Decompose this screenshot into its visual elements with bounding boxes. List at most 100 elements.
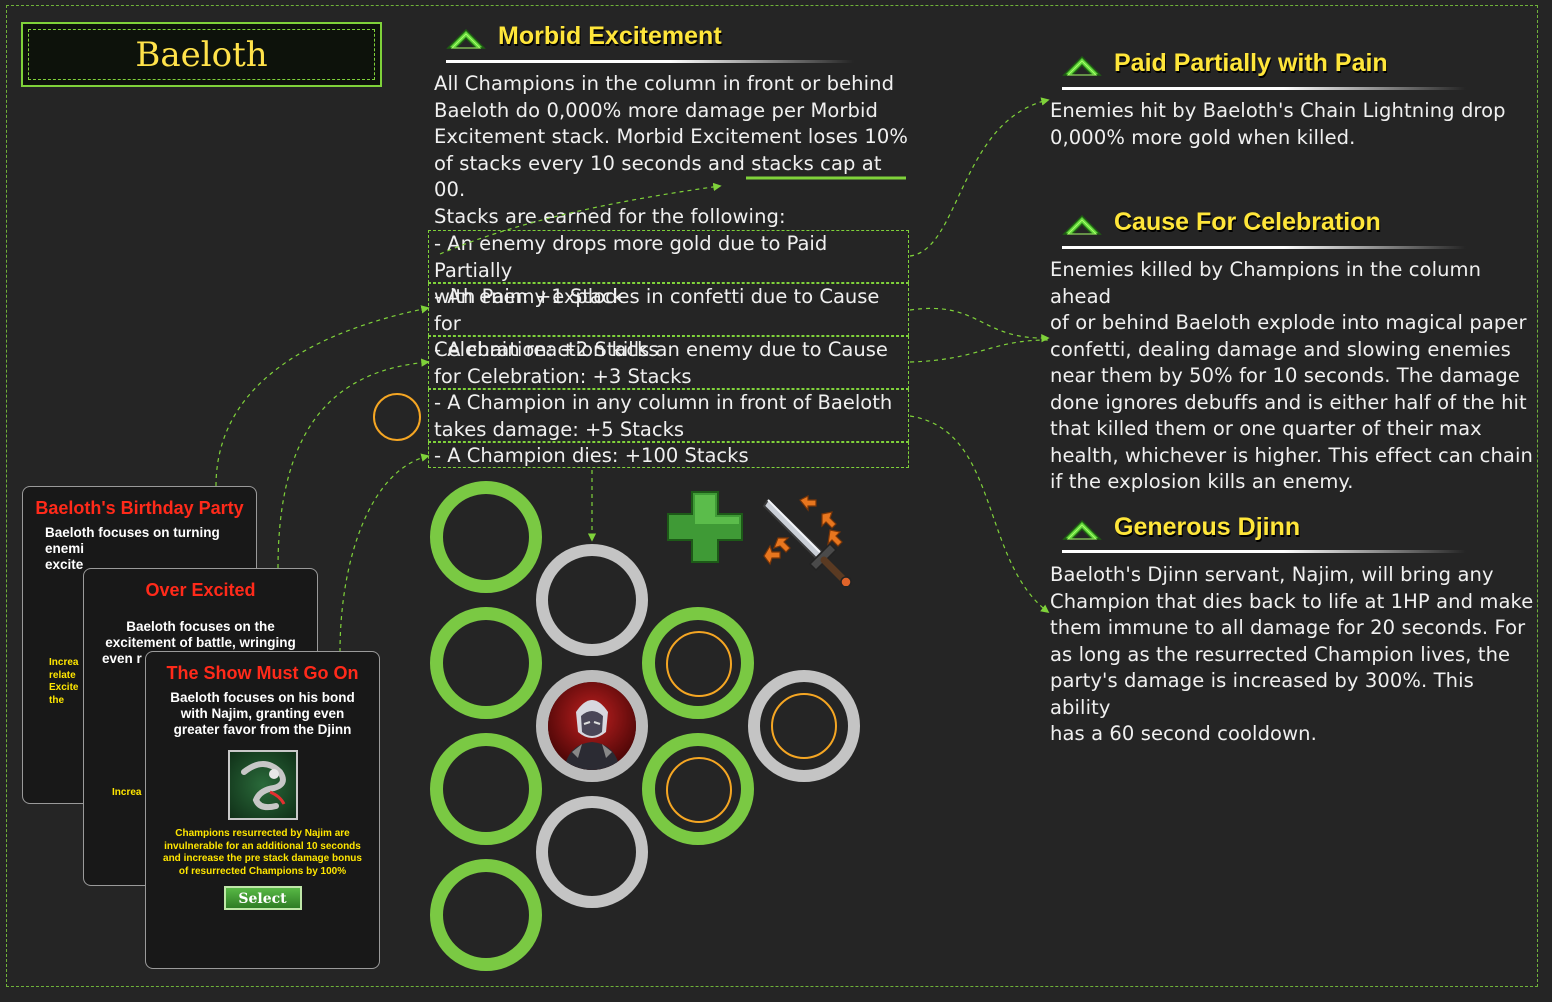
formation-slot[interactable]: [536, 544, 648, 656]
morbid-line: All Champions in the column in front or …: [434, 72, 895, 95]
card-description: Baeloth focuses on turning enemi excite: [23, 519, 256, 573]
cause-for-celebration-text: Enemies killed by Champions in the colum…: [1050, 257, 1540, 496]
card-effect-line: Increa: [49, 657, 79, 668]
card-effect-line: Excite: [49, 682, 79, 693]
morbid-line: Excitement stack. Morbid Excitement lose…: [434, 125, 909, 148]
stack-row-line: - A Champion in any column in front of B…: [434, 391, 893, 414]
paid-partially-title: Paid Partially with Pain: [1062, 49, 1388, 78]
stack-row-line: with Pain: +1 Stack: [434, 285, 624, 308]
paid-line: Enemies hit by Baeloth's Chain Lightning…: [1050, 99, 1506, 122]
green-chevron-up-icon: [1062, 519, 1102, 540]
specialization-card-selected[interactable]: The Show Must Go On Baeloth focuses on h…: [145, 651, 380, 969]
card-title: Over Excited: [145, 580, 256, 600]
formation-slot[interactable]: [430, 733, 542, 845]
stack-row-line: - A chain reaction kills an enemy due to…: [434, 338, 888, 361]
stack-row-line: takes damage: +5 Stacks: [434, 417, 685, 441]
paid-partially-title-text: Paid Partially with Pain: [1114, 49, 1388, 77]
card-corner: [146, 652, 162, 668]
morbid-line: of stacks every 10 seconds and stacks ca…: [434, 151, 882, 202]
formation-slot[interactable]: [430, 859, 542, 971]
card-desc-line: excitement of battle, wringing: [105, 635, 296, 650]
djinn-line: party's damage is increased by 300%. Thi…: [1050, 669, 1474, 719]
stack-row-line: - An enemy explodes in confetti due to C…: [434, 285, 880, 335]
generous-djinn-title: Generous Djinn: [1062, 513, 1300, 542]
affected-slot-ring: [771, 693, 837, 759]
page-frame: [6, 5, 1538, 987]
green-chevron-up-icon: [446, 28, 486, 49]
formation-slot[interactable]: [536, 796, 648, 908]
card-effect-line: relate: [49, 669, 76, 681]
green-chevron-up-icon: [1062, 214, 1102, 235]
card-desc-line: even r: [102, 651, 142, 666]
cause-line: confetti, dealing damage and slowing ene…: [1050, 337, 1511, 361]
formation-slot[interactable]: [430, 607, 542, 719]
najim-djinn-icon: [227, 750, 298, 820]
card-corner: [301, 569, 317, 585]
morbid-line: Stacks are earned for the following:: [434, 204, 786, 228]
green-chevron-up-icon: [1062, 55, 1102, 76]
morbid-excitement-title-text: Morbid Excitement: [498, 22, 722, 50]
card-effect: Increa relate Excite the: [23, 657, 256, 707]
card-corner: [23, 487, 39, 503]
generous-djinn-text: Baeloth's Djinn servant, Najim, will bri…: [1050, 562, 1540, 748]
card-effect: Increa: [84, 787, 317, 800]
card-description: Baeloth focuses on his bond with Najim, …: [170, 690, 355, 737]
card-corner: [146, 952, 162, 968]
baeloth-slot[interactable]: [536, 670, 648, 782]
formation-slot[interactable]: [430, 481, 542, 593]
cause-line: done ignores debuffs and is either half …: [1050, 390, 1527, 414]
cause-line: near them by 50% for 10 seconds. The dam…: [1050, 364, 1520, 387]
card-description: Baeloth focuses on the excitement of bat…: [84, 601, 317, 667]
stack-row: - An enemy explodes in confetti due to C…: [428, 283, 909, 361]
djinn-line: Baeloth's Djinn servant, Najim, will bri…: [1050, 563, 1494, 586]
djinn-line: them immune to all damage for 20 seconds…: [1050, 616, 1526, 639]
stack-row-line: Celebration: +2 Stacks: [434, 338, 659, 361]
card-effect-line: Increa: [112, 787, 142, 798]
generous-djinn-title-text: Generous Djinn: [1114, 513, 1301, 541]
card-corner: [84, 869, 100, 885]
cause-for-celebration-title-text: Cause For Celebration: [1114, 208, 1381, 236]
cause-line: of or behind Baeloth explode into magica…: [1050, 311, 1527, 334]
card-desc-line: excite: [45, 557, 84, 572]
paid-rule: [1062, 87, 1466, 90]
djinn-line: has a 60 second cooldown.: [1050, 722, 1317, 745]
stack-row-line: - An enemy drops more gold due to Paid P…: [434, 232, 828, 282]
djinn-line: Champion that dies back to life at 1HP a…: [1050, 589, 1534, 613]
cause-line: that killed them or one quarter of their…: [1050, 417, 1482, 440]
djinn-rule: [1062, 550, 1466, 553]
morbid-line: Baeloth do 0,000% more damage per Morbid: [434, 98, 879, 122]
stack-row: - A Champion in any column in front of B…: [428, 389, 909, 442]
affected-slot-ring: [666, 631, 732, 697]
card-effect: Champions resurrected by Najim are invul…: [163, 828, 362, 877]
formation-slot[interactable]: [748, 670, 860, 782]
legend-orange-ring-icon: [373, 393, 421, 441]
card-desc-line: enemi: [45, 541, 85, 556]
stack-row: - An enemy drops more gold due to Paid P…: [428, 230, 909, 308]
stack-row: - A chain reaction kills an enemy due to…: [428, 336, 909, 389]
paid-partially-text: Enemies hit by Baeloth's Chain Lightning…: [1050, 98, 1540, 151]
affected-slot-ring: [666, 757, 732, 823]
select-button[interactable]: Select: [223, 886, 302, 910]
card-desc-line: Baeloth focuses on the: [126, 619, 275, 634]
stack-row-line: for Celebration: +3 Stacks: [434, 364, 692, 388]
formation-slot[interactable]: [642, 733, 754, 845]
formation-slot[interactable]: [642, 607, 754, 719]
green-plus-icon: [667, 491, 743, 563]
card-effect-line: the: [49, 694, 64, 706]
morbid-excitement-text: All Champions in the column in front or …: [434, 71, 914, 230]
cause-rule: [1062, 246, 1466, 249]
card-title: Baeloth's Birthday Party: [35, 498, 244, 518]
baeloth-portrait: [548, 682, 636, 770]
stack-row-line: - A Champion dies: +100 Stacks: [434, 444, 749, 467]
card-corner: [240, 487, 256, 503]
cause-line: Enemies killed by Champions in the colum…: [1050, 258, 1482, 308]
champion-name: Baeloth: [28, 29, 375, 80]
cause-line: health, whichever is higher. This effect…: [1050, 443, 1533, 467]
card-desc-line: Baeloth focuses on turning: [45, 525, 220, 540]
stack-row: - A Champion dies: +100 Stacks: [428, 442, 909, 468]
card-title: The Show Must Go On: [166, 663, 359, 683]
cause-line: if the explosion kills an enemy.: [1050, 470, 1354, 493]
najim-djinn-art: [240, 761, 286, 811]
djinn-line: as long as the resurrected Champion live…: [1050, 642, 1511, 666]
paid-line: 0,000% more gold when killed.: [1050, 125, 1356, 149]
